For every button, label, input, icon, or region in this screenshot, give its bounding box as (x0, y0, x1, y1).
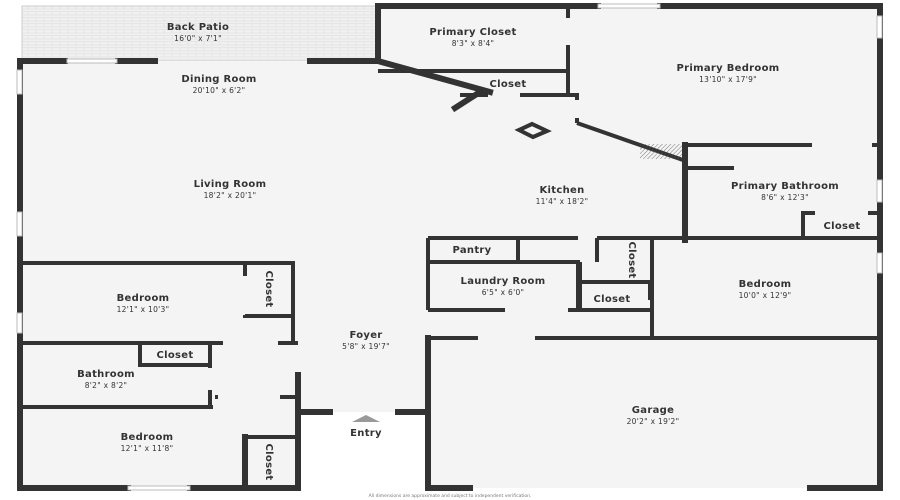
laundry-room-label: Laundry Room (461, 276, 546, 287)
windows (16, 3, 883, 491)
living-room-dim: 18'2" x 20'1" (204, 191, 257, 200)
foyer-label: Foyer (349, 330, 382, 341)
walls (17, 3, 883, 491)
closet-left1-label: Closet (263, 271, 274, 308)
garage-dim: 20'2" x 19'2" (627, 417, 680, 426)
primary-closet-dim: 8'3" x 8'4" (452, 39, 495, 48)
bedroom-right-label: Bedroom (739, 279, 792, 290)
closet-top-label: Closet (490, 79, 527, 90)
kitchen-label: Kitchen (539, 185, 584, 196)
primary-bathroom-dim: 8'6" x 12'3" (761, 193, 809, 202)
kitchen-dim: 11'4" x 18'2" (536, 197, 589, 206)
bathroom-label: Bathroom (77, 369, 135, 380)
garage-label: Garage (632, 405, 674, 416)
bathroom-dim: 8'2" x 8'2" (85, 381, 128, 390)
closet-bath-label: Closet (824, 221, 861, 232)
closet-vertical-label: Closet (626, 242, 637, 279)
closet-left2-label: Closet (263, 444, 274, 481)
closet-mid-label: Closet (594, 294, 631, 305)
pantry-label: Pantry (453, 245, 492, 256)
dining-room-dim: 20'10" x 6'2" (193, 86, 246, 95)
primary-bedroom-dim: 13'10" x 17'9" (699, 75, 757, 84)
footer-disclaimer: All dimensions are approximate and subje… (369, 493, 532, 499)
bedroom-left-dim: 12'1" x 10'3" (117, 305, 170, 314)
dining-room-label: Dining Room (181, 74, 256, 85)
foyer-dim: 5'8" x 19'7" (342, 342, 390, 351)
back-patio-dim: 16'0" x 7'1" (174, 34, 222, 43)
house-floor (20, 6, 880, 488)
bedroom-bottom-dim: 12'1" x 11'8" (121, 444, 174, 453)
patio-floor (21, 5, 379, 62)
closet-bathroom-label: Closet (157, 350, 194, 361)
back-patio-label: Back Patio (167, 22, 229, 33)
bedroom-left-label: Bedroom (117, 293, 170, 304)
primary-closet-label: Primary Closet (429, 27, 516, 38)
living-room-label: Living Room (194, 179, 267, 190)
bedroom-bottom-label: Bedroom (121, 432, 174, 443)
primary-bedroom-label: Primary Bedroom (677, 63, 780, 74)
entry-label: Entry (350, 428, 382, 439)
primary-bathroom-label: Primary Bathroom (731, 181, 839, 192)
entry-arrow-icon (352, 415, 380, 422)
hatch (640, 144, 682, 159)
bedroom-right-dim: 10'0" x 12'9" (739, 291, 792, 300)
room-labels: Back Patio 16'0" x 7'1" Primary Closet 8… (77, 22, 860, 480)
laundry-room-dim: 6'5" x 6'0" (482, 288, 525, 297)
